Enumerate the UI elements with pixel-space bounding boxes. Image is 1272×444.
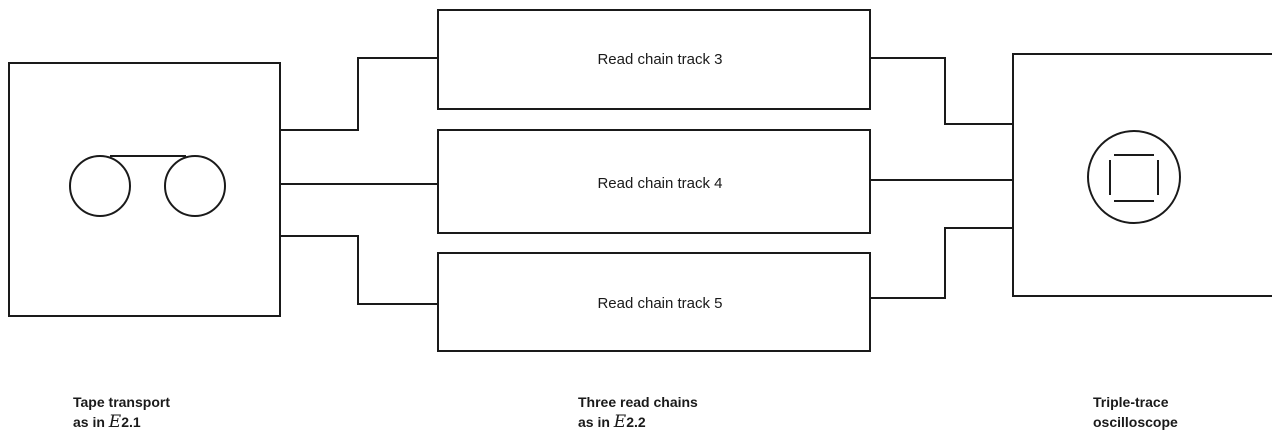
read-chain-track-3-label: Read chain track 3 bbox=[597, 51, 722, 68]
read-chains-caption-line2: as in E2.2 bbox=[578, 412, 698, 432]
tape-transport-caption-line1: Tape transport bbox=[73, 394, 170, 410]
tape-transport-box bbox=[8, 62, 281, 317]
oscilloscope-caption-line1: Triple-trace bbox=[1093, 394, 1169, 410]
read-chains-caption-ref: 2.2 bbox=[626, 414, 646, 430]
read-chain-track-5-box bbox=[437, 252, 871, 352]
oscilloscope-box bbox=[1012, 53, 1272, 297]
connector-track-5-scope bbox=[870, 227, 1013, 299]
read-chains-caption-prefix: as in bbox=[578, 414, 610, 430]
tape-transport-caption-ref: 2.1 bbox=[121, 414, 141, 430]
read-chain-track-5-label: Read chain track 5 bbox=[597, 295, 722, 312]
read-chain-track-3-box bbox=[437, 9, 871, 110]
read-chain-track-4-box bbox=[437, 129, 871, 234]
tape-transport-caption-symbol: E bbox=[108, 412, 122, 432]
read-chains-caption-symbol: E bbox=[613, 412, 627, 432]
tape-transport-caption: Tape transport as in E2.1 bbox=[73, 392, 170, 432]
oscilloscope-screen-icon bbox=[1087, 130, 1181, 224]
connector-transport-track-3 bbox=[280, 57, 438, 131]
read-chains-caption-line1: Three read chains bbox=[578, 394, 698, 410]
oscilloscope-caption-line2: oscilloscope bbox=[1093, 414, 1178, 430]
tape-transport-caption-line2: as in E2.1 bbox=[73, 412, 170, 432]
connector-track-3-scope bbox=[870, 57, 1013, 125]
read-chains-caption: Three read chains as in E2.2 bbox=[578, 392, 698, 432]
oscilloscope-caption: Triple-trace oscilloscope bbox=[1093, 392, 1178, 432]
tape-transport-caption-prefix: as in bbox=[73, 414, 105, 430]
read-chain-track-4-label: Read chain track 4 bbox=[597, 175, 722, 192]
connector-transport-track-5 bbox=[280, 235, 438, 305]
tape-reels-icon bbox=[69, 155, 226, 217]
